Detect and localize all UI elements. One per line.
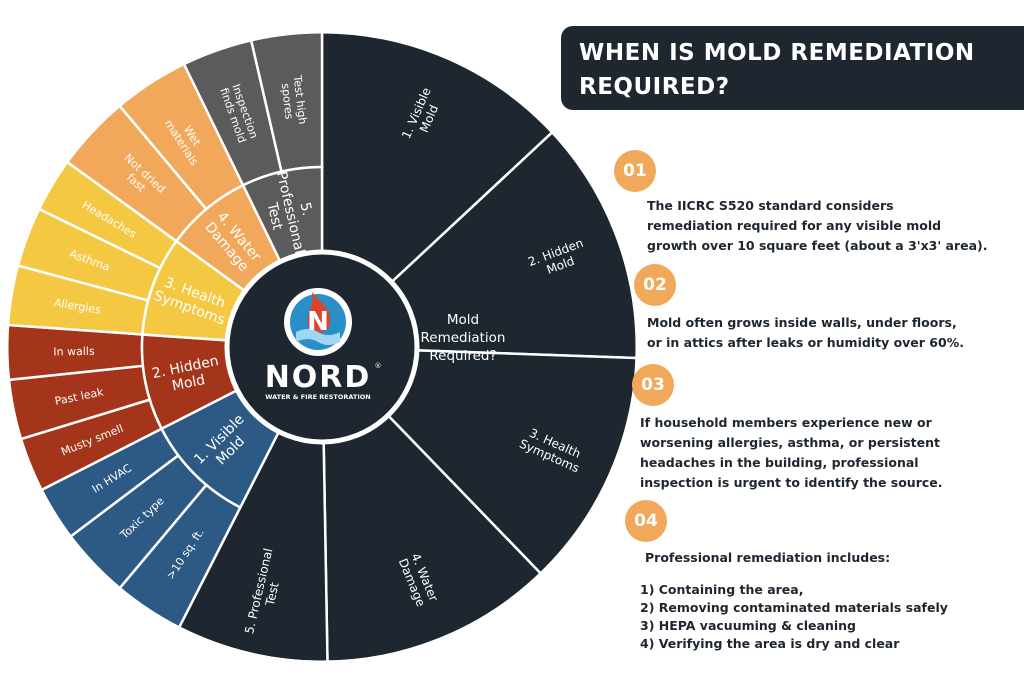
tip-03-line-3: headaches in the building, professional [640, 455, 919, 470]
outer-segment-label-6-line: In walls [53, 345, 95, 359]
tip-03-line-1: If household members experience new or [640, 415, 932, 430]
tip-04-line-4: 2) Removing contaminated materials safel… [640, 600, 948, 615]
tip-04-spacer [645, 567, 948, 581]
center-label-line-1: Mold [447, 312, 479, 328]
tip-04-line-6: 4) Verifying the area is dry and clear [640, 636, 900, 651]
wheel-rim [5, 30, 639, 664]
svg-text:N: N [307, 307, 329, 337]
outer-segment-label-13-line: Test high [291, 74, 310, 125]
inner-ring [140, 165, 324, 510]
logo-tagline: WATER & FIRE RESTORATION [265, 393, 370, 401]
logo-brand: NORD [265, 360, 372, 395]
tip-04-line-5: 3) HEPA vacuuming & cleaning [640, 618, 856, 633]
inner-segment-label-2-line: Mold [171, 372, 207, 394]
logo: N [284, 288, 352, 356]
tip-02-line-1: Mold often grows inside walls, under flo… [647, 315, 957, 330]
step-badge-03: 03 [632, 364, 674, 406]
outer-segment-label-13: Test highspores [278, 74, 309, 127]
logo-registered: ® [375, 362, 382, 370]
inner-segment-label-5-line: 5. [297, 201, 316, 218]
title-line-2: REQUIRED? [579, 74, 730, 100]
tip-03-line-4: inspection is urgent to identify the sou… [640, 475, 943, 490]
tip-02: Mold often grows inside walls, under flo… [647, 313, 964, 353]
tip-04-line-1: Professional remediation includes: [645, 550, 891, 565]
step-badge-01: 01 [614, 150, 656, 192]
tip-04: Professional remediation includes: 1) Co… [640, 549, 948, 653]
center-label-line-3: Required? [429, 348, 496, 364]
title-line-1: WHEN IS MOLD REMEDIATION [579, 40, 975, 66]
right-segment-label-5-line: Test [263, 581, 282, 608]
tip-03: If household members experience new or w… [640, 413, 943, 493]
tip-04-line-3: 1) Containing the area, [640, 582, 804, 597]
step-badge-02: 02 [634, 264, 676, 306]
water-fire-drop-icon: N [284, 288, 352, 356]
tip-02-line-2: or in attics after leaks or humidity ove… [647, 335, 964, 350]
outer-segment-label-6: In walls [53, 345, 95, 359]
title-banner: WHEN IS MOLD REMEDIATION REQUIRED? [561, 26, 1024, 110]
step-badge-04: 04 [625, 500, 667, 542]
tip-01: The IICRC S520 standard considers remedi… [647, 196, 988, 256]
center-label-line-2: Remediation [421, 330, 506, 346]
tip-03-line-2: worsening allergies, asthma, or persiste… [640, 435, 940, 450]
tip-01-line-1: The IICRC S520 standard considers [647, 198, 894, 213]
inner-segment-label-5-line: Test [263, 200, 285, 232]
outer-segment-label-13-line: spores [279, 83, 296, 121]
tip-01-line-3: growth over 10 square feet (about a 3'x3… [647, 238, 988, 253]
tip-01-line-2: remediation required for any visible mol… [647, 218, 942, 233]
